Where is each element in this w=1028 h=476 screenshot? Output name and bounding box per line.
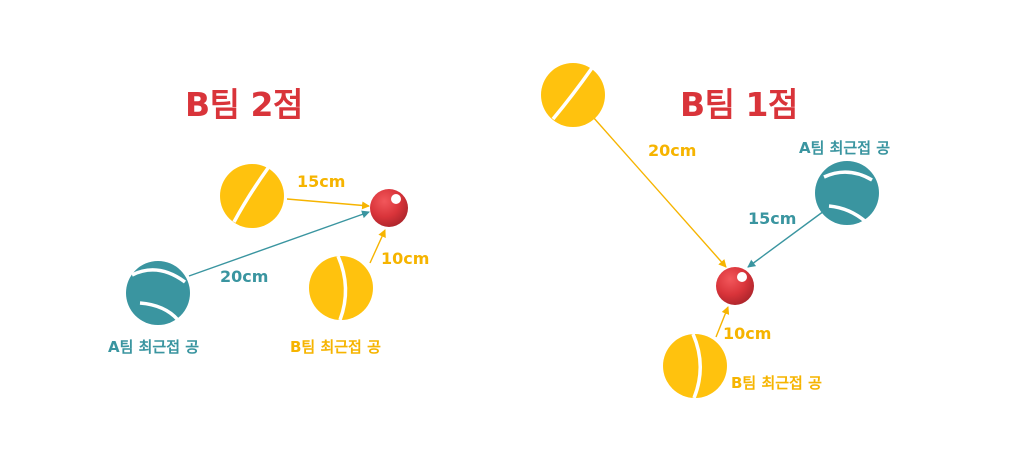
- left-distance-top: 15cm: [297, 172, 346, 191]
- left-team-b-ball-bottom: [309, 255, 373, 321]
- right-distance-blue: 15cm: [748, 209, 797, 228]
- right-distance-bottom: 10cm: [723, 324, 772, 343]
- left-jack-ball: [370, 189, 408, 227]
- left-arrow-10cm: [369, 229, 386, 264]
- left-team-a-ball: [126, 261, 190, 325]
- right-title: B팀 1점: [680, 85, 798, 124]
- left-arrow-20cm: [188, 210, 370, 277]
- right-caption-team-b: B팀 최근접 공: [731, 374, 822, 392]
- left-distance-bottom: 10cm: [381, 249, 430, 268]
- left-arrow-15cm: [286, 198, 370, 210]
- right-arrow-20cm: [592, 116, 727, 268]
- right-team-b-ball-top: [541, 63, 605, 127]
- left-caption-team-b: B팀 최근접 공: [290, 338, 381, 356]
- left-caption-team-a: A팀 최근접 공: [108, 338, 200, 356]
- left-team-b-ball-top: [220, 164, 284, 228]
- left-title: B팀 2점: [185, 85, 303, 124]
- right-caption-team-a: A팀 최근접 공: [799, 139, 891, 157]
- right-team-a-ball: [815, 161, 879, 225]
- left-distance-blue: 20cm: [220, 267, 269, 286]
- right-team-b-ball-bottom: [663, 333, 727, 399]
- right-distance-top: 20cm: [648, 141, 697, 160]
- right-jack-ball: [716, 267, 754, 305]
- right-arrow-10cm: [715, 306, 730, 338]
- right-arrow-15cm: [747, 210, 825, 268]
